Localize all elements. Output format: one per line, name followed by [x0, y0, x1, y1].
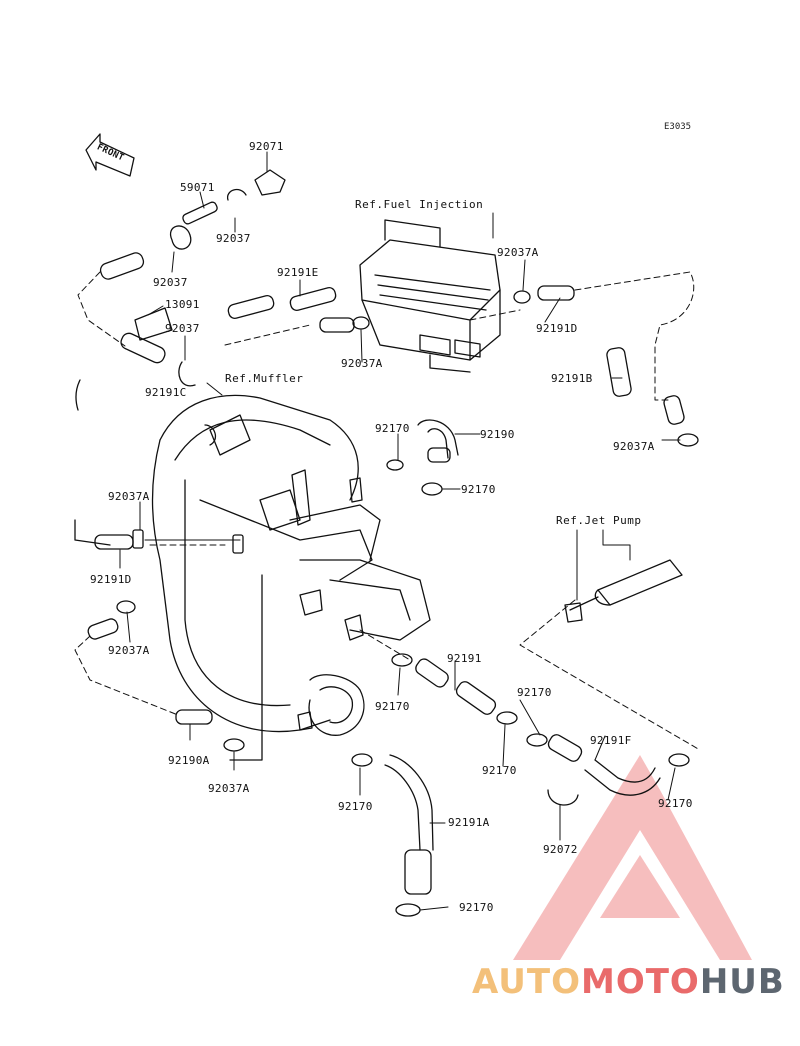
part-92170-label[interactable]: 92170 [658, 797, 693, 810]
part-92037a-label[interactable]: 92037A [613, 440, 655, 453]
diagram-code: E3035 [664, 122, 692, 132]
part-92191-label[interactable]: 92191 [447, 652, 482, 665]
part-92037-label[interactable]: 92037 [216, 232, 251, 245]
part-92191e-label[interactable]: 92191E [277, 266, 319, 279]
part-92190-label[interactable]: 92190 [480, 428, 515, 441]
part-92170-label[interactable]: 92170 [338, 800, 373, 813]
dashed-connections [74, 271, 701, 751]
ref-fuel-injection: Ref.Fuel Injection [355, 198, 484, 211]
part-92037a-label[interactable]: 92037A [341, 357, 383, 370]
part-92191f-label[interactable]: 92191F [590, 734, 632, 747]
watermark-part-hub: HUB [699, 962, 785, 1002]
part-92191d-label[interactable]: 92191D [90, 573, 132, 586]
front-arrow-icon [85, 133, 135, 177]
watermark-part-auto: AUTO [472, 962, 581, 1002]
part-92170-label[interactable]: 92170 [482, 764, 517, 777]
part-92037a-label[interactable]: 92037A [497, 246, 539, 259]
part-92037a-label[interactable]: 92037A [208, 782, 250, 795]
part-13091-label[interactable]: 13091 [165, 298, 200, 311]
muffler-assembly [74, 379, 431, 761]
part-92170-label[interactable]: 92170 [375, 422, 410, 435]
part-92170-label[interactable]: 92170 [517, 686, 552, 699]
jet-pump-part [564, 559, 683, 623]
part-92170-label[interactable]: 92170 [461, 483, 496, 496]
part-92191c-label[interactable]: 92191C [145, 386, 187, 399]
part-92072-label[interactable]: 92072 [543, 843, 578, 856]
part-92037a-label[interactable]: 92037A [108, 490, 150, 503]
watermark-logo-triangle [513, 755, 752, 960]
part-92190a-label[interactable]: 92190A [168, 754, 210, 767]
watermark-text: AUTOMOTOHUB [472, 962, 785, 1002]
part-59071-label[interactable]: 59071 [180, 181, 215, 194]
part-92170-label[interactable]: 92170 [459, 901, 494, 914]
part-92037-label[interactable]: 92037 [153, 276, 188, 289]
part-92037-label[interactable]: 92037 [165, 322, 200, 335]
part-92170-label[interactable]: 92170 [375, 700, 410, 713]
ref-muffler: Ref.Muffler [225, 372, 304, 385]
watermark-part-moto: MOTO [580, 962, 700, 1002]
part-92071-label[interactable]: 92071 [249, 140, 284, 153]
leader-lines [119, 151, 681, 911]
part-92191b-label[interactable]: 92191B [551, 372, 593, 385]
part-92191a-label[interactable]: 92191A [448, 816, 490, 829]
ref-jet-pump: Ref.Jet Pump [556, 514, 642, 527]
fuel-injection-ecu [359, 219, 501, 373]
part-92191d-label[interactable]: 92191D [536, 322, 578, 335]
part-92037a-label[interactable]: 92037A [108, 644, 150, 657]
hoses [87, 169, 699, 917]
